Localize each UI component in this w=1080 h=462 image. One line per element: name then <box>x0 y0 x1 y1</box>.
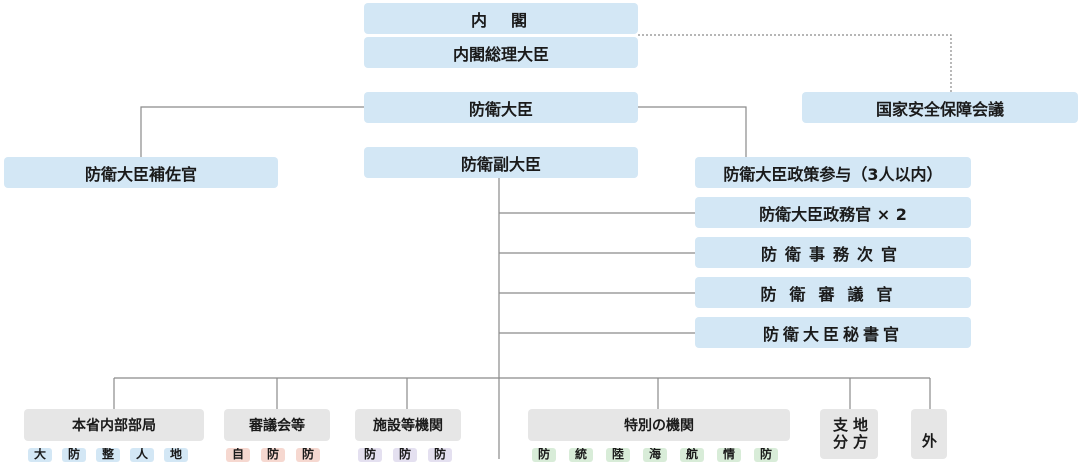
chip-councils-0: 自 <box>226 448 250 462</box>
vice-minister-box: 防衛事務次官 <box>695 237 971 268</box>
prime-minister-box: 内閣総理大臣 <box>364 37 638 68</box>
chip-special-2: 陸 <box>606 448 630 462</box>
vice-minister-label: 防衛事務次官 <box>760 244 905 264</box>
councils-group: 審議会等 <box>224 409 330 441</box>
chip-councils-2: 防 <box>296 448 320 462</box>
aide-box: 防衛大臣補佐官 <box>4 157 278 188</box>
prime-minister-label: 内閣総理大臣 <box>452 44 549 64</box>
facilities-group: 施設等機関 <box>355 409 461 441</box>
minister-label: 防衛大臣 <box>468 99 533 119</box>
parliamentary-secretary-box: 防衛大臣政務官 × 2 <box>695 197 971 228</box>
regional-label-left: 支分 <box>832 416 848 451</box>
chip-internal-4: 地 <box>164 448 188 462</box>
secretary-box: 防衛大臣秘書官 <box>695 317 971 348</box>
chip-councils-1: 防 <box>261 448 285 462</box>
special-organs-label: 特別の機関 <box>624 418 694 434</box>
chip-internal-0: 大 <box>28 448 52 462</box>
advisors-box: 防衛大臣政策参与（3人以内） <box>695 157 971 188</box>
internal-bureaus-label: 本省内部部局 <box>72 418 156 434</box>
chip-special-6: 防 <box>754 448 778 462</box>
senior-vice-minister-box: 防衛副大臣 <box>364 147 638 178</box>
councilor-label: 防衛審議官 <box>760 284 906 304</box>
cabinet-label: 内 閣 <box>470 10 531 30</box>
cabinet-box: 内 閣 <box>364 3 638 34</box>
chip-internal-2: 整 <box>96 448 120 462</box>
secretary-label: 防衛大臣秘書官 <box>762 324 903 344</box>
councilor-box: 防衛審議官 <box>695 277 971 308</box>
external-label: 外 <box>921 432 937 450</box>
chip-special-1: 統 <box>569 448 593 462</box>
chip-special-5: 情 <box>717 448 741 462</box>
chip-facilities-1: 防 <box>393 448 417 462</box>
internal-bureaus-group: 本省内部部局 <box>24 409 204 441</box>
regional-label-right: 地方 <box>852 416 868 451</box>
chip-special-0: 防 <box>532 448 556 462</box>
chip-facilities-0: 防 <box>358 448 382 462</box>
chip-special-3: 海 <box>643 448 667 462</box>
aide-label: 防衛大臣補佐官 <box>84 164 197 184</box>
advisors-label: 防衛大臣政策参与（3人以内） <box>723 164 943 184</box>
senior-vice-minister-label: 防衛副大臣 <box>460 154 541 174</box>
external-group: 外 <box>911 409 947 459</box>
parliamentary-secretary-label: 防衛大臣政務官 × 2 <box>759 204 907 224</box>
chip-facilities-2: 防 <box>428 448 452 462</box>
special-organs-group: 特別の機関 <box>528 409 790 441</box>
chip-special-4: 航 <box>680 448 704 462</box>
chip-internal-3: 人 <box>130 448 154 462</box>
facilities-label: 施設等機関 <box>373 418 443 434</box>
regional-offices-group: 地方 支分 <box>820 409 878 459</box>
nsc-label: 国家安全保障会議 <box>875 99 1004 119</box>
chip-internal-1: 防 <box>62 448 86 462</box>
minister-box: 防衛大臣 <box>364 92 638 123</box>
nsc-box: 国家安全保障会議 <box>802 92 1078 123</box>
councils-label: 審議会等 <box>249 418 305 434</box>
